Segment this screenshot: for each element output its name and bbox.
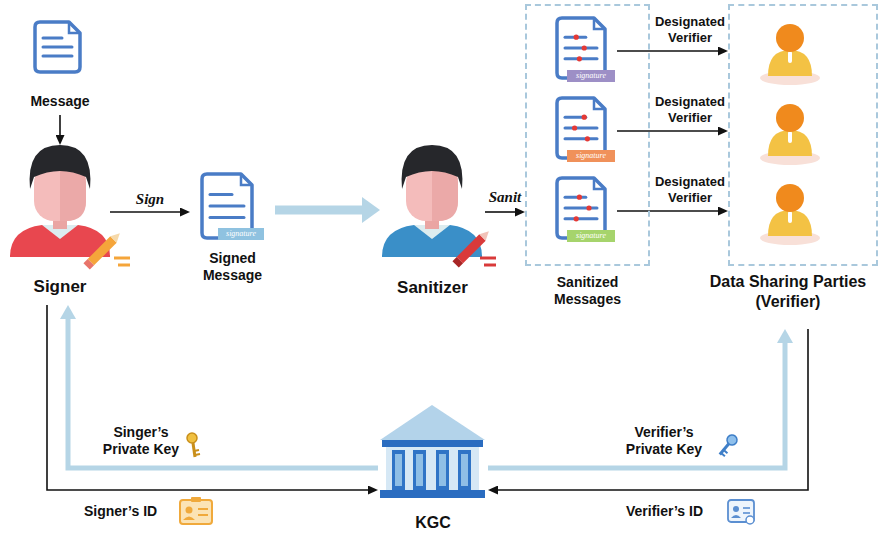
redaction-dot [582, 45, 587, 50]
text-line [210, 193, 232, 196]
connector [110, 211, 180, 213]
message-document: Message [15, 15, 105, 115]
sanitized-document: signature [553, 176, 617, 246]
edge-label: Designated Verifier [653, 14, 727, 45]
sanitizer-node: Sanitizer [380, 148, 485, 300]
connector [498, 329, 808, 490]
node-label: Sanitized Messages [525, 274, 650, 308]
text-line [565, 47, 597, 50]
signed-document: signatureSigned Message [190, 170, 275, 288]
document-fold [594, 178, 605, 189]
document-fold [594, 18, 605, 29]
connector [275, 206, 362, 215]
sanitized-document: signature [553, 16, 617, 86]
verifier-figure [760, 24, 820, 85]
text-line [565, 137, 597, 140]
sanitized-document: signature [553, 96, 617, 166]
document-body [557, 178, 605, 238]
redaction-dot [577, 195, 582, 200]
id-card-icon [180, 497, 212, 524]
building-icon [380, 405, 485, 498]
redaction-dot [572, 125, 577, 130]
redaction-dot [577, 56, 582, 61]
signature-tag: signature [567, 70, 615, 82]
key-icon [187, 433, 200, 457]
redaction-dot [585, 136, 590, 141]
pen-icon [452, 228, 492, 268]
document-body [557, 18, 605, 78]
verifier-group: Data Sharing Parties (Verifier) [728, 4, 878, 329]
signature-tag: signature [567, 150, 615, 162]
edge-label: Verifier’s Private Key [612, 424, 716, 458]
sanitized-group: Sanitized Messages signature signature sign… [525, 4, 650, 309]
text-line [210, 216, 244, 219]
signature-tag: signature [567, 230, 615, 242]
connector [485, 211, 515, 213]
text-line [565, 217, 597, 220]
node-label: Signed Message [190, 250, 275, 284]
stroke-mark [114, 257, 130, 260]
key-icon [716, 433, 739, 458]
connector [59, 115, 61, 135]
pencil-icon [83, 230, 123, 270]
stroke-mark [118, 264, 130, 267]
dashed-frame [728, 4, 878, 266]
node-label: Data Sharing Parties (Verifier) [700, 272, 876, 311]
redaction-dot [574, 216, 579, 221]
id-card-icon [728, 500, 754, 524]
text-line [565, 127, 597, 130]
connector [617, 50, 718, 52]
edge-label: Singer’s Private Key [96, 424, 186, 458]
document-fold [69, 22, 80, 33]
signer-figure [10, 145, 110, 257]
edge-label: Signer’s ID [84, 503, 157, 520]
sanitizer-figure [382, 145, 482, 257]
connector [47, 305, 368, 490]
stroke-mark [484, 264, 496, 267]
text-line [565, 196, 586, 199]
signer-node: Signer [10, 145, 110, 305]
stroke-mark [480, 257, 496, 260]
edge-label: Verifier’s ID [626, 503, 703, 520]
redaction-dot [582, 115, 587, 120]
document-body [35, 22, 80, 72]
node-label: Sanitizer [380, 278, 485, 299]
signature-tag: signature [218, 228, 264, 240]
edge-label: Designated Verifier [653, 94, 727, 125]
connector [68, 319, 378, 468]
document-fold [241, 174, 252, 185]
redaction-dot [574, 35, 579, 40]
edge-label: Sign [120, 190, 180, 208]
connector [617, 210, 718, 212]
edge-label: Designated Verifier [653, 174, 727, 205]
document-fold [594, 98, 605, 109]
text-line [43, 37, 62, 40]
connector [617, 130, 718, 132]
text-line [43, 46, 72, 49]
text-line [210, 205, 244, 208]
verifier-figure [760, 184, 820, 245]
connector [488, 343, 785, 468]
edge-label: Sanit [482, 188, 528, 206]
node-label: KGC [378, 513, 488, 533]
node-label: Message [15, 93, 105, 110]
node-label: Signer [10, 277, 110, 298]
kgc-node: KGC [378, 402, 488, 536]
verifier-figure [760, 104, 820, 165]
text-line [43, 55, 72, 58]
document-body [557, 98, 605, 158]
redaction-dot [586, 205, 591, 210]
text-line [565, 207, 597, 210]
